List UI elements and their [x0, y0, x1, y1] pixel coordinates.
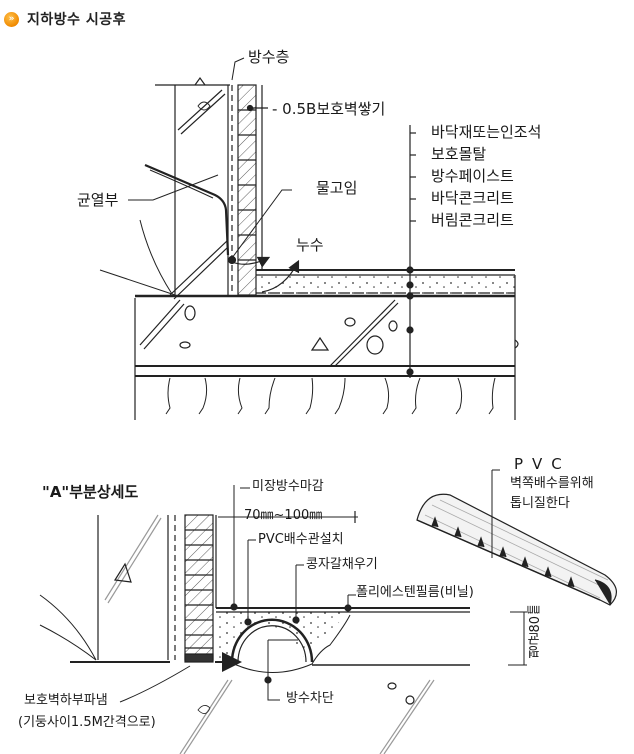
- detail-title: "A"부분상세도: [42, 483, 139, 501]
- page-title: 지하방수 시공후: [27, 12, 127, 28]
- label-water-block: 방수차단: [286, 691, 334, 706]
- label-plaster-finish: 미장방수마감: [252, 479, 324, 494]
- floor-layer-label: 방수페이스트: [431, 167, 514, 185]
- pvc-pipe-illustration: [416, 469, 617, 606]
- floor-layer-label: 보호몰탈: [431, 145, 487, 163]
- page-header: » 지하방수 시공후: [4, 8, 126, 30]
- floor-layers: [134, 125, 519, 420]
- label-waterproof-layer: 방수층: [248, 48, 290, 66]
- label-dimension: 70㎜~100㎜: [244, 508, 323, 523]
- pvc-note-line2: 톱니질한다: [510, 496, 570, 511]
- label-leak: 누수: [296, 236, 324, 254]
- label-protective-wall: - 0.5B보호벽쌓기: [272, 100, 386, 118]
- label-column-interval: (기둥사이1.5M간격으로): [18, 715, 156, 730]
- floor-layer-label: 버림콘크리트: [431, 211, 514, 229]
- pvc-note-title: PVC: [514, 455, 571, 473]
- crack-line: [144, 163, 230, 256]
- gravel-ties: [165, 377, 496, 415]
- double-chevron-right-icon: »: [4, 11, 19, 27]
- top-section: [99, 57, 519, 420]
- detail-section: [39, 485, 527, 754]
- label-protective-wall-bottom: 보호벽하부파냄: [24, 693, 108, 708]
- label-gravel-fill: 콩자갈채우기: [306, 557, 378, 572]
- structural-wall: [155, 76, 233, 300]
- pvc-note-line1: 벽쪽배수를위해: [510, 476, 594, 491]
- floor-layer-label: 바닥콘크리트: [431, 189, 514, 207]
- label-avg-thickness: 평균80㎜: [528, 603, 543, 659]
- label-water-pooling: 물고임: [316, 179, 358, 197]
- label-pvc-drain: PVC배수관설치: [258, 532, 344, 547]
- label-crack: 균열부: [77, 191, 119, 209]
- label-polyethylene-film: 폴리에스텐필름(비닐): [356, 585, 474, 600]
- floor-layer-label: 바닥재또는인조석: [431, 123, 542, 141]
